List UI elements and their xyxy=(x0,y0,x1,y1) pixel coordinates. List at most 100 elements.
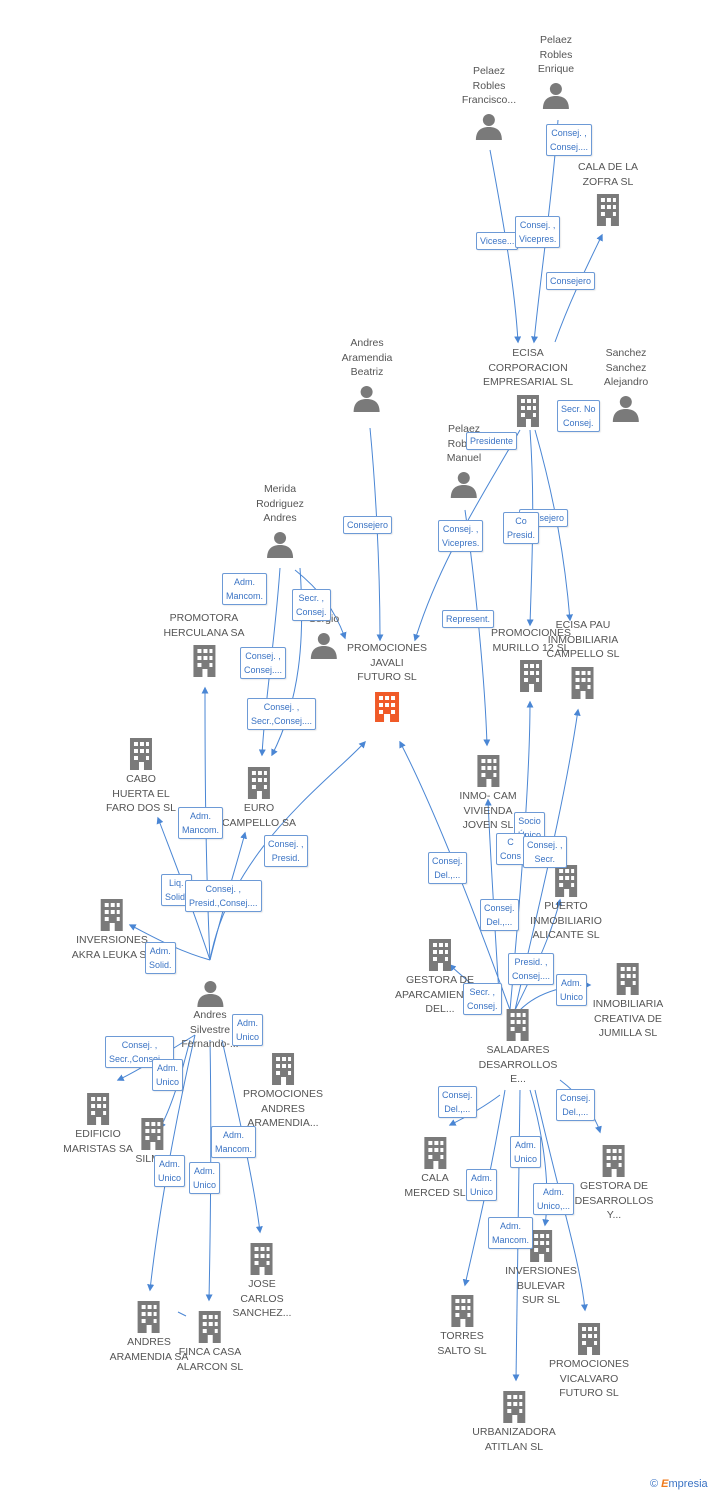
company-node-saladares[interactable]: SALADARES DESARROLLOS E... xyxy=(478,1004,558,1087)
company-node-promociones-andres[interactable]: PROMOCIONES ANDRES ARAMENDIA... xyxy=(243,1048,323,1131)
relation-label[interactable]: Secr. , Consej. xyxy=(463,983,502,1015)
relation-label[interactable]: Consej. , Vicepres. xyxy=(438,520,484,552)
relation-label[interactable]: Consej. , Consej.... xyxy=(546,124,593,156)
relation-label[interactable]: Adm. Mancom. xyxy=(488,1217,534,1249)
person-node-pelaez-robles-francisco[interactable]: Pelaez Robles Francisco... xyxy=(462,64,516,141)
relation-label[interactable]: Vicese... xyxy=(476,232,519,250)
node-label: PROMOCIONES JAVALI FUTURO SL xyxy=(347,642,427,683)
building-icon xyxy=(375,691,399,722)
relation-label[interactable]: Adm. Mancom. xyxy=(222,573,268,605)
relation-label[interactable]: Consej. Del.,... xyxy=(428,852,467,884)
node-label: Andres Aramendia Beatriz xyxy=(341,337,393,378)
building-icon xyxy=(507,1009,529,1041)
building-icon xyxy=(86,1093,109,1125)
company-node-puerto-inmobiliario[interactable]: PUERTO INMOBILIARIO ALICANTE SL xyxy=(530,860,602,943)
relation-label[interactable]: Adm. Unico xyxy=(189,1162,221,1194)
relation-label[interactable]: Consej. , Secr.,Consej.... xyxy=(105,1036,175,1068)
node-label: URBANIZADORA ATITLAN SL xyxy=(472,1426,556,1453)
company-node-cala-zofra[interactable]: CALA DE LA ZOFRA SL xyxy=(578,160,638,228)
building-icon xyxy=(130,738,152,770)
company-node-cala-merced[interactable]: CALA MERCED SL xyxy=(404,1132,466,1200)
relation-label[interactable]: Secr. , Consej. xyxy=(292,589,331,621)
person-node-merida-rodriguez[interactable]: Merida Rodriguez Andres xyxy=(256,482,304,559)
node-label: ANDRES ARAMENDIA SA xyxy=(109,1336,189,1363)
company-node-urbanizadora-atitlan[interactable]: URBANIZADORA ATITLAN SL xyxy=(472,1386,556,1454)
building-icon xyxy=(476,755,499,787)
relation-label[interactable]: Consej. Del.,... xyxy=(438,1086,477,1118)
relation-label[interactable]: Co Presid. xyxy=(503,512,540,544)
relation-label[interactable]: Consej. , Presid.,Consej.... xyxy=(185,880,262,912)
building-icon xyxy=(554,865,577,897)
relation-label[interactable]: Adm. Mancom. xyxy=(178,807,224,839)
company-node-promotora-herculana[interactable]: PROMOTORA HERCULANA SA xyxy=(163,611,245,679)
relation-label[interactable]: Adm. Unico xyxy=(510,1136,542,1168)
person-icon xyxy=(310,632,337,659)
company-node-inmobiliaria-creativa[interactable]: INMOBILIARIA CREATIVA DE JUMILLA SL xyxy=(592,958,664,1041)
node-label: SALADARES DESARROLLOS E... xyxy=(478,1044,558,1085)
node-label: INMOBILIARIA CREATIVA DE JUMILLA SL xyxy=(592,998,664,1039)
company-node-gestora-aparcamientos[interactable]: GESTORA DE APARCAMIENTOS DEL... xyxy=(395,934,485,1017)
relation-label[interactable]: Adm. Solid. xyxy=(145,942,176,974)
node-label: INVERSIONES BULEVAR SUR SL xyxy=(505,1265,577,1306)
building-icon xyxy=(571,666,594,699)
person-icon xyxy=(613,395,639,422)
company-node-edificio-maristas[interactable]: EDIFICIO MARISTAS SA xyxy=(63,1088,133,1156)
building-icon xyxy=(251,1243,273,1275)
company-node-ecisa-pau[interactable]: ECISA PAU INMOBILIARIA CAMPELLO SL xyxy=(547,618,619,701)
relation-label[interactable]: Consej. , Secr.,Consej.... xyxy=(247,698,317,730)
company-node-torres-salto[interactable]: TORRES SALTO SL xyxy=(437,1290,487,1358)
person-node-andres-silvestre[interactable]: Andres Silvestre Fernando-... xyxy=(181,975,239,1052)
company-node-inmo-cam[interactable]: INMO- CAM VIVIENDA JOVEN SL xyxy=(459,750,517,833)
relation-label[interactable]: Adm. Unico,... xyxy=(533,1183,575,1215)
relation-label[interactable]: Adm. Unico xyxy=(152,1059,184,1091)
relation-label[interactable]: Consejero xyxy=(546,272,596,290)
company-node-cabo-huerta[interactable]: CABO HUERTA EL FARO DOS SL xyxy=(106,733,176,816)
company-node-euro-campello[interactable]: EURO CAMPELLO SA xyxy=(222,762,296,830)
company-node-jose-carlos[interactable]: JOSE CARLOS SANCHEZ... xyxy=(232,1238,292,1321)
company-node-inversiones-bulevar[interactable]: INVERSIONES BULEVAR SUR SL xyxy=(505,1225,577,1308)
relation-label[interactable]: Consej. , Secr. xyxy=(523,836,567,868)
relation-label[interactable]: Consej. , Consej.... xyxy=(240,647,287,679)
node-label: Pelaez Robles Francisco... xyxy=(461,65,517,106)
company-node-andres-aramendia-sa[interactable]: ANDRES ARAMENDIA SA xyxy=(109,1296,189,1364)
company-node-ecisa-corporacion[interactable]: ECISA CORPORACION EMPRESARIAL SL xyxy=(483,346,573,429)
node-label: EDIFICIO MARISTAS SA xyxy=(63,1128,133,1155)
person-node-sanchez-alejandro[interactable]: Sanchez Sanchez Alejandro xyxy=(604,346,648,423)
relation-label[interactable]: Presid. , Consej.... xyxy=(508,953,555,985)
relation-label[interactable]: Consej. , Vicepres. xyxy=(515,216,561,248)
relation-label[interactable]: Represent. xyxy=(442,610,495,628)
person-node-andres-aramendia-beatriz[interactable]: Andres Aramendia Beatriz xyxy=(341,336,393,413)
node-label: JOSE CARLOS SANCHEZ... xyxy=(232,1278,292,1319)
relation-label[interactable]: Adm. Unico xyxy=(154,1155,186,1187)
person-icon xyxy=(196,981,223,1007)
relation-label[interactable]: Adm. Mancom. xyxy=(211,1126,257,1158)
building-icon xyxy=(140,1118,163,1150)
node-label: PROMOCIONES MURILLO 12 SL xyxy=(491,627,571,654)
company-node-promociones-vicalvaro[interactable]: PROMOCIONES VICALVARO FUTURO SL xyxy=(549,1318,629,1401)
company-node-promociones-murillo[interactable]: PROMOCIONES MURILLO 12 SL xyxy=(491,626,571,694)
person-icon xyxy=(450,471,477,498)
relation-label[interactable]: C Cons xyxy=(496,833,526,865)
company-node-finca-casa[interactable]: FINCA CASA ALARCON SL xyxy=(177,1306,243,1374)
company-node-promociones-javali[interactable]: PROMOCIONES JAVALI FUTURO SL xyxy=(347,641,427,724)
relation-label[interactable]: Consej. , Presid. xyxy=(264,835,308,867)
building-icon xyxy=(138,1301,160,1333)
company-node-gestora-desarrollos[interactable]: GESTORA DE DESARROLLOS Y... xyxy=(575,1140,653,1223)
relation-label[interactable]: Consej. Del.,... xyxy=(480,899,519,931)
relation-label[interactable]: Adm. Unico xyxy=(232,1014,264,1046)
relation-label[interactable]: Consejero xyxy=(343,516,393,534)
node-label: PROMOCIONES ANDRES ARAMENDIA... xyxy=(243,1088,323,1129)
relation-label[interactable]: Presidente xyxy=(466,432,518,450)
relation-label[interactable]: Consej. Del.,... xyxy=(556,1089,595,1121)
person-icon xyxy=(475,113,502,140)
company-node-inversiones-akra[interactable]: INVERSIONES AKRA LEUKA SL xyxy=(72,894,152,962)
relation-label[interactable]: Adm. Unico xyxy=(466,1169,498,1201)
node-label: Merida Rodriguez Andres xyxy=(256,483,304,524)
person-node-pelaez-robles-enrique[interactable]: Pelaez Robles Enrique xyxy=(538,33,574,110)
building-icon xyxy=(428,939,451,971)
relation-label[interactable]: Secr. No Consej. xyxy=(557,400,600,432)
building-icon xyxy=(517,394,539,427)
relation-label[interactable]: Adm. Unico xyxy=(556,974,588,1006)
node-label: EURO CAMPELLO SA xyxy=(221,802,297,829)
